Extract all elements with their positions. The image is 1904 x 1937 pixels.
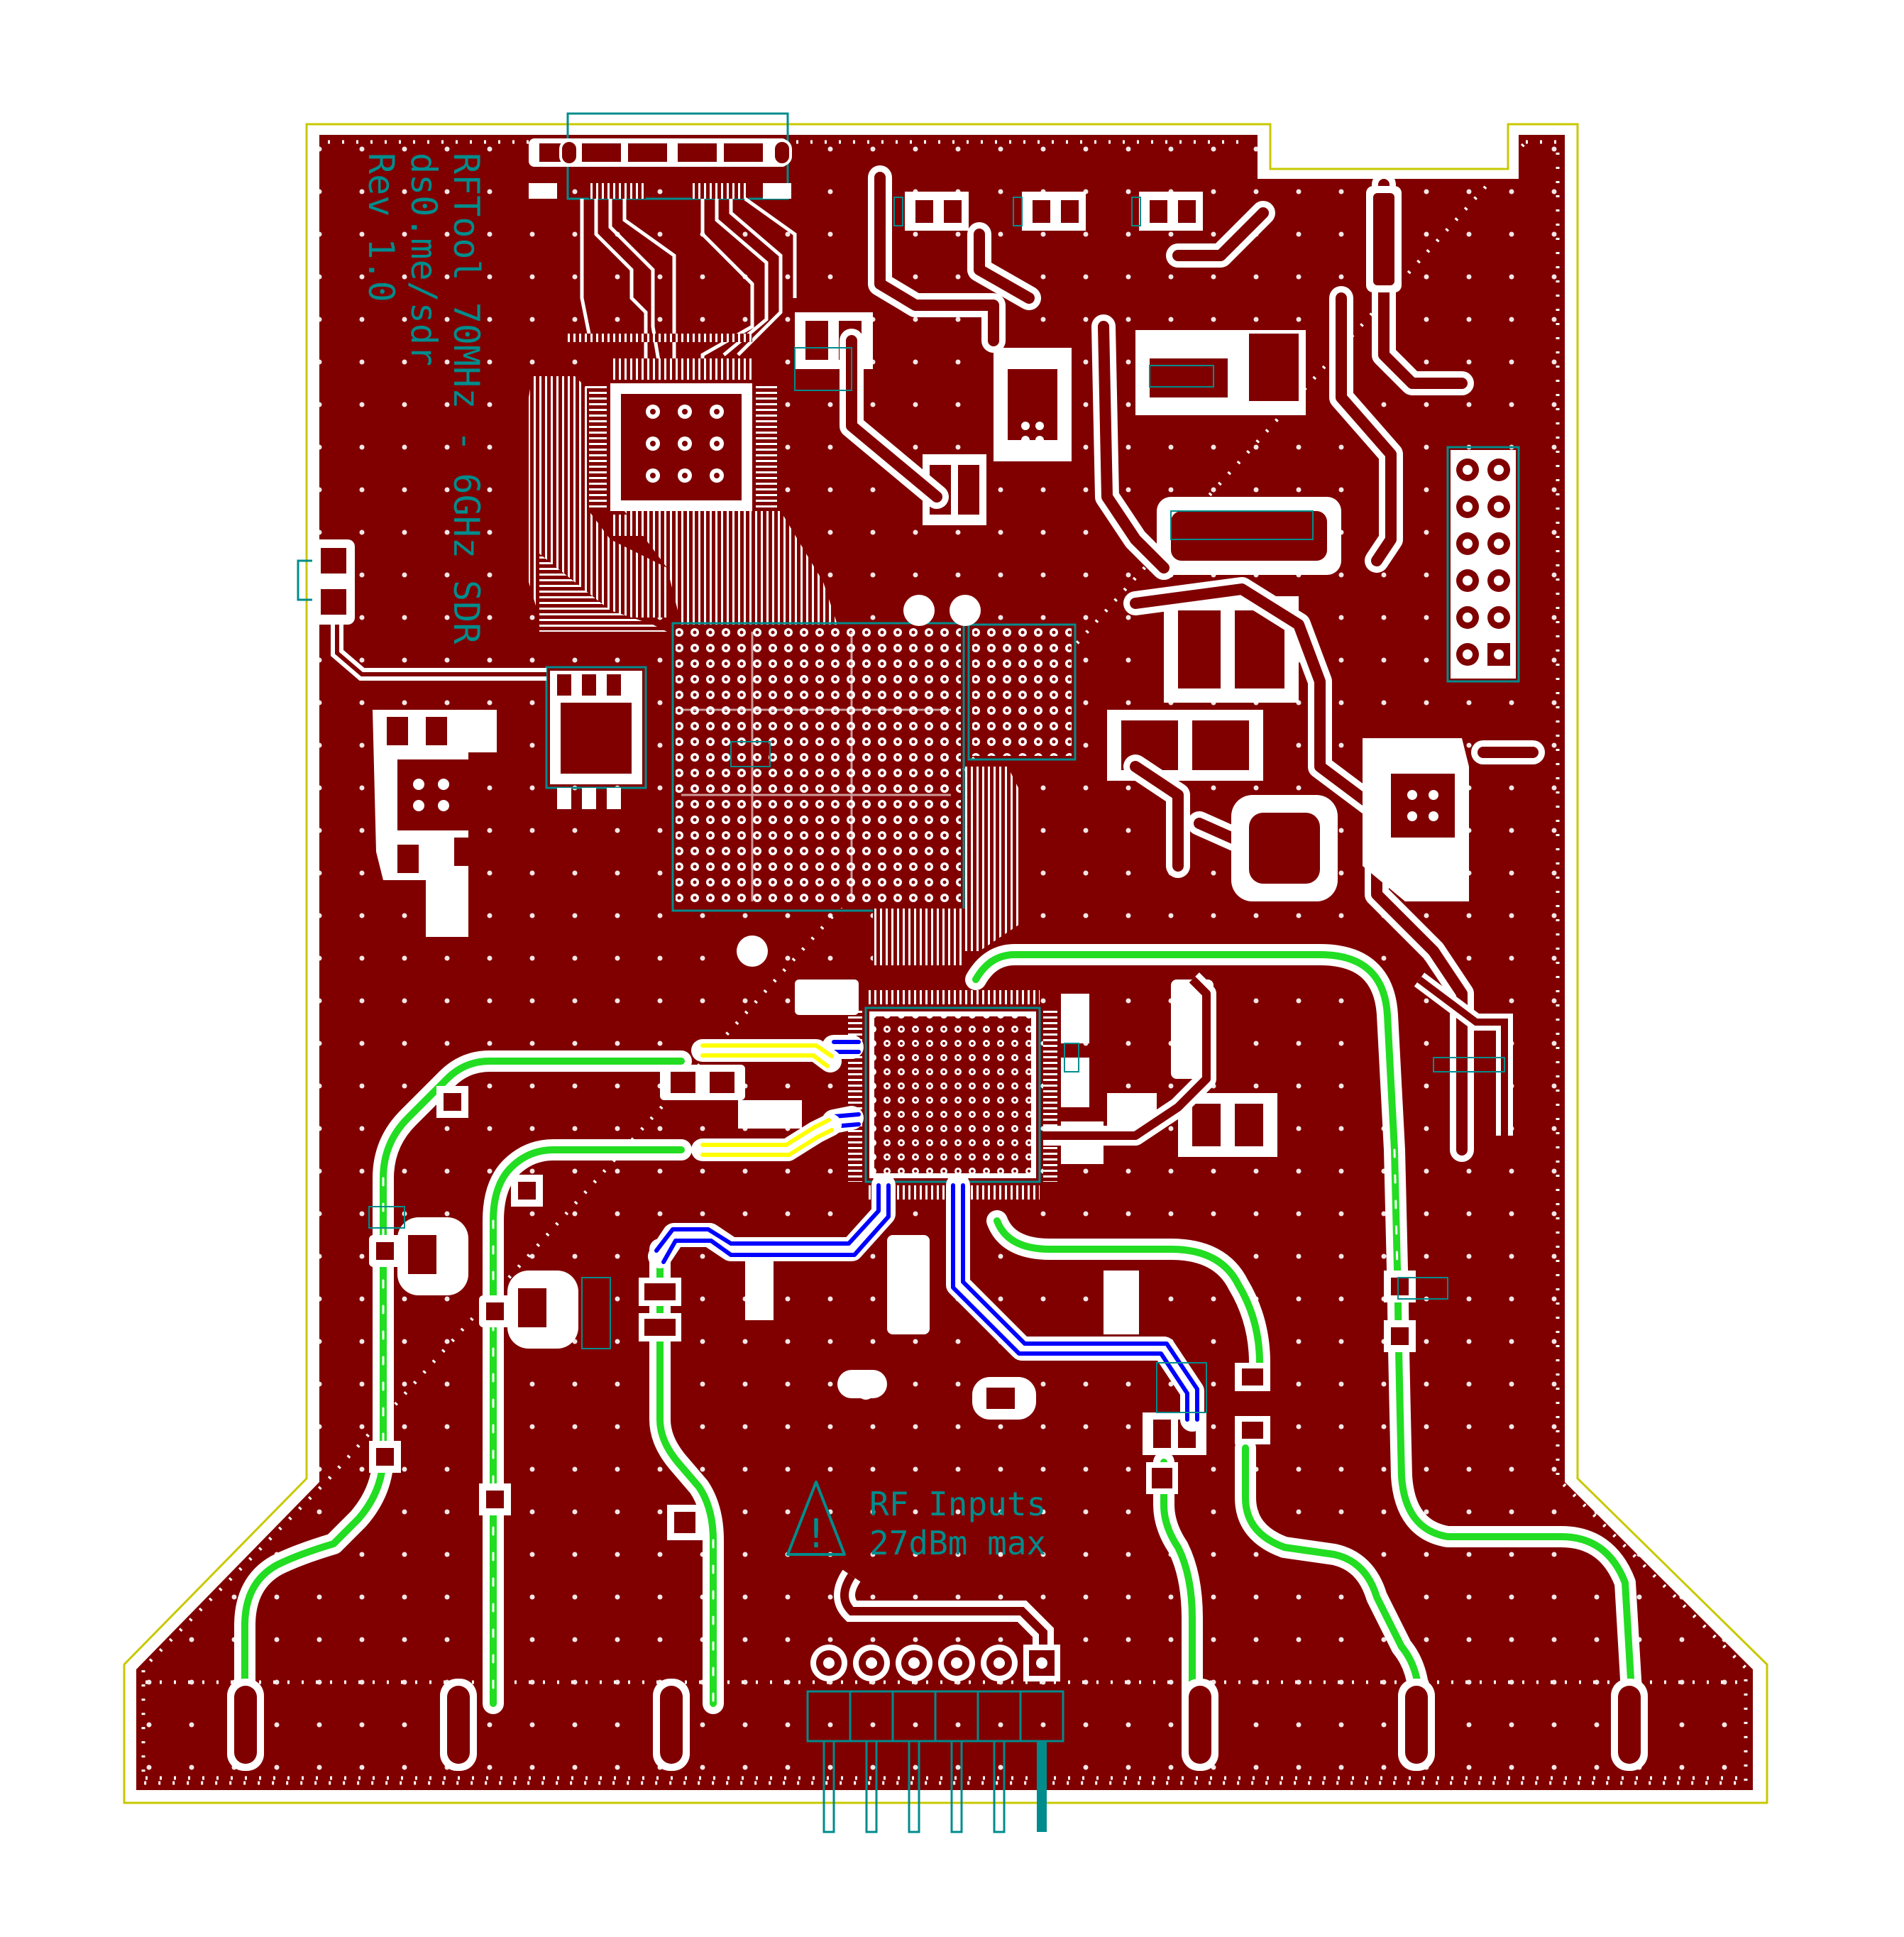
flash-memory bbox=[545, 666, 647, 809]
usb-controller-chip bbox=[568, 334, 777, 536]
pin-header bbox=[806, 1569, 1064, 1833]
fpga-bga bbox=[671, 622, 965, 912]
rf-passives bbox=[660, 595, 1277, 1420]
warning-line-1: RF Inputs bbox=[869, 1485, 1046, 1523]
rf-transceiver-chip bbox=[848, 990, 1057, 1200]
rf-warning: ! RF Inputs 27dBm max bbox=[786, 1481, 1046, 1562]
side-switch bbox=[297, 539, 546, 681]
diff-pairs-blue bbox=[648, 1035, 1204, 1432]
rf-filter-chain bbox=[1043, 972, 1513, 1146]
title-line-1: RFTool 70MHz - 6GHz SDR bbox=[446, 153, 487, 644]
title-line-2: ds0.me/sdr bbox=[403, 153, 444, 366]
jtag-header bbox=[1446, 446, 1520, 683]
fpga-usb-bus bbox=[529, 376, 837, 632]
rf-traces bbox=[234, 944, 1643, 1714]
diff-pairs-yellow bbox=[691, 1039, 842, 1161]
clock-chip bbox=[967, 623, 1077, 761]
fpga-rf-bus bbox=[873, 767, 1022, 965]
warning-line-2: 27dBm max bbox=[869, 1524, 1046, 1562]
inductor bbox=[1366, 186, 1402, 292]
board-outline bbox=[123, 123, 1768, 1804]
title-line-3: Rev 1.0 bbox=[361, 153, 402, 302]
usb-connector bbox=[529, 112, 792, 200]
board-title: RFTool 70MHz - 6GHz SDR ds0.me/sdr Rev 1… bbox=[361, 153, 487, 644]
component-outlines bbox=[368, 197, 1505, 1413]
left-regulator bbox=[373, 710, 497, 937]
rf-inline-parts bbox=[369, 1086, 1416, 1540]
warning-triangle-icon: ! bbox=[786, 1481, 846, 1557]
right-regulator bbox=[1231, 738, 1469, 901]
sma-edge-pads bbox=[227, 1679, 1648, 1771]
warning-glyph: ! bbox=[804, 1511, 828, 1557]
